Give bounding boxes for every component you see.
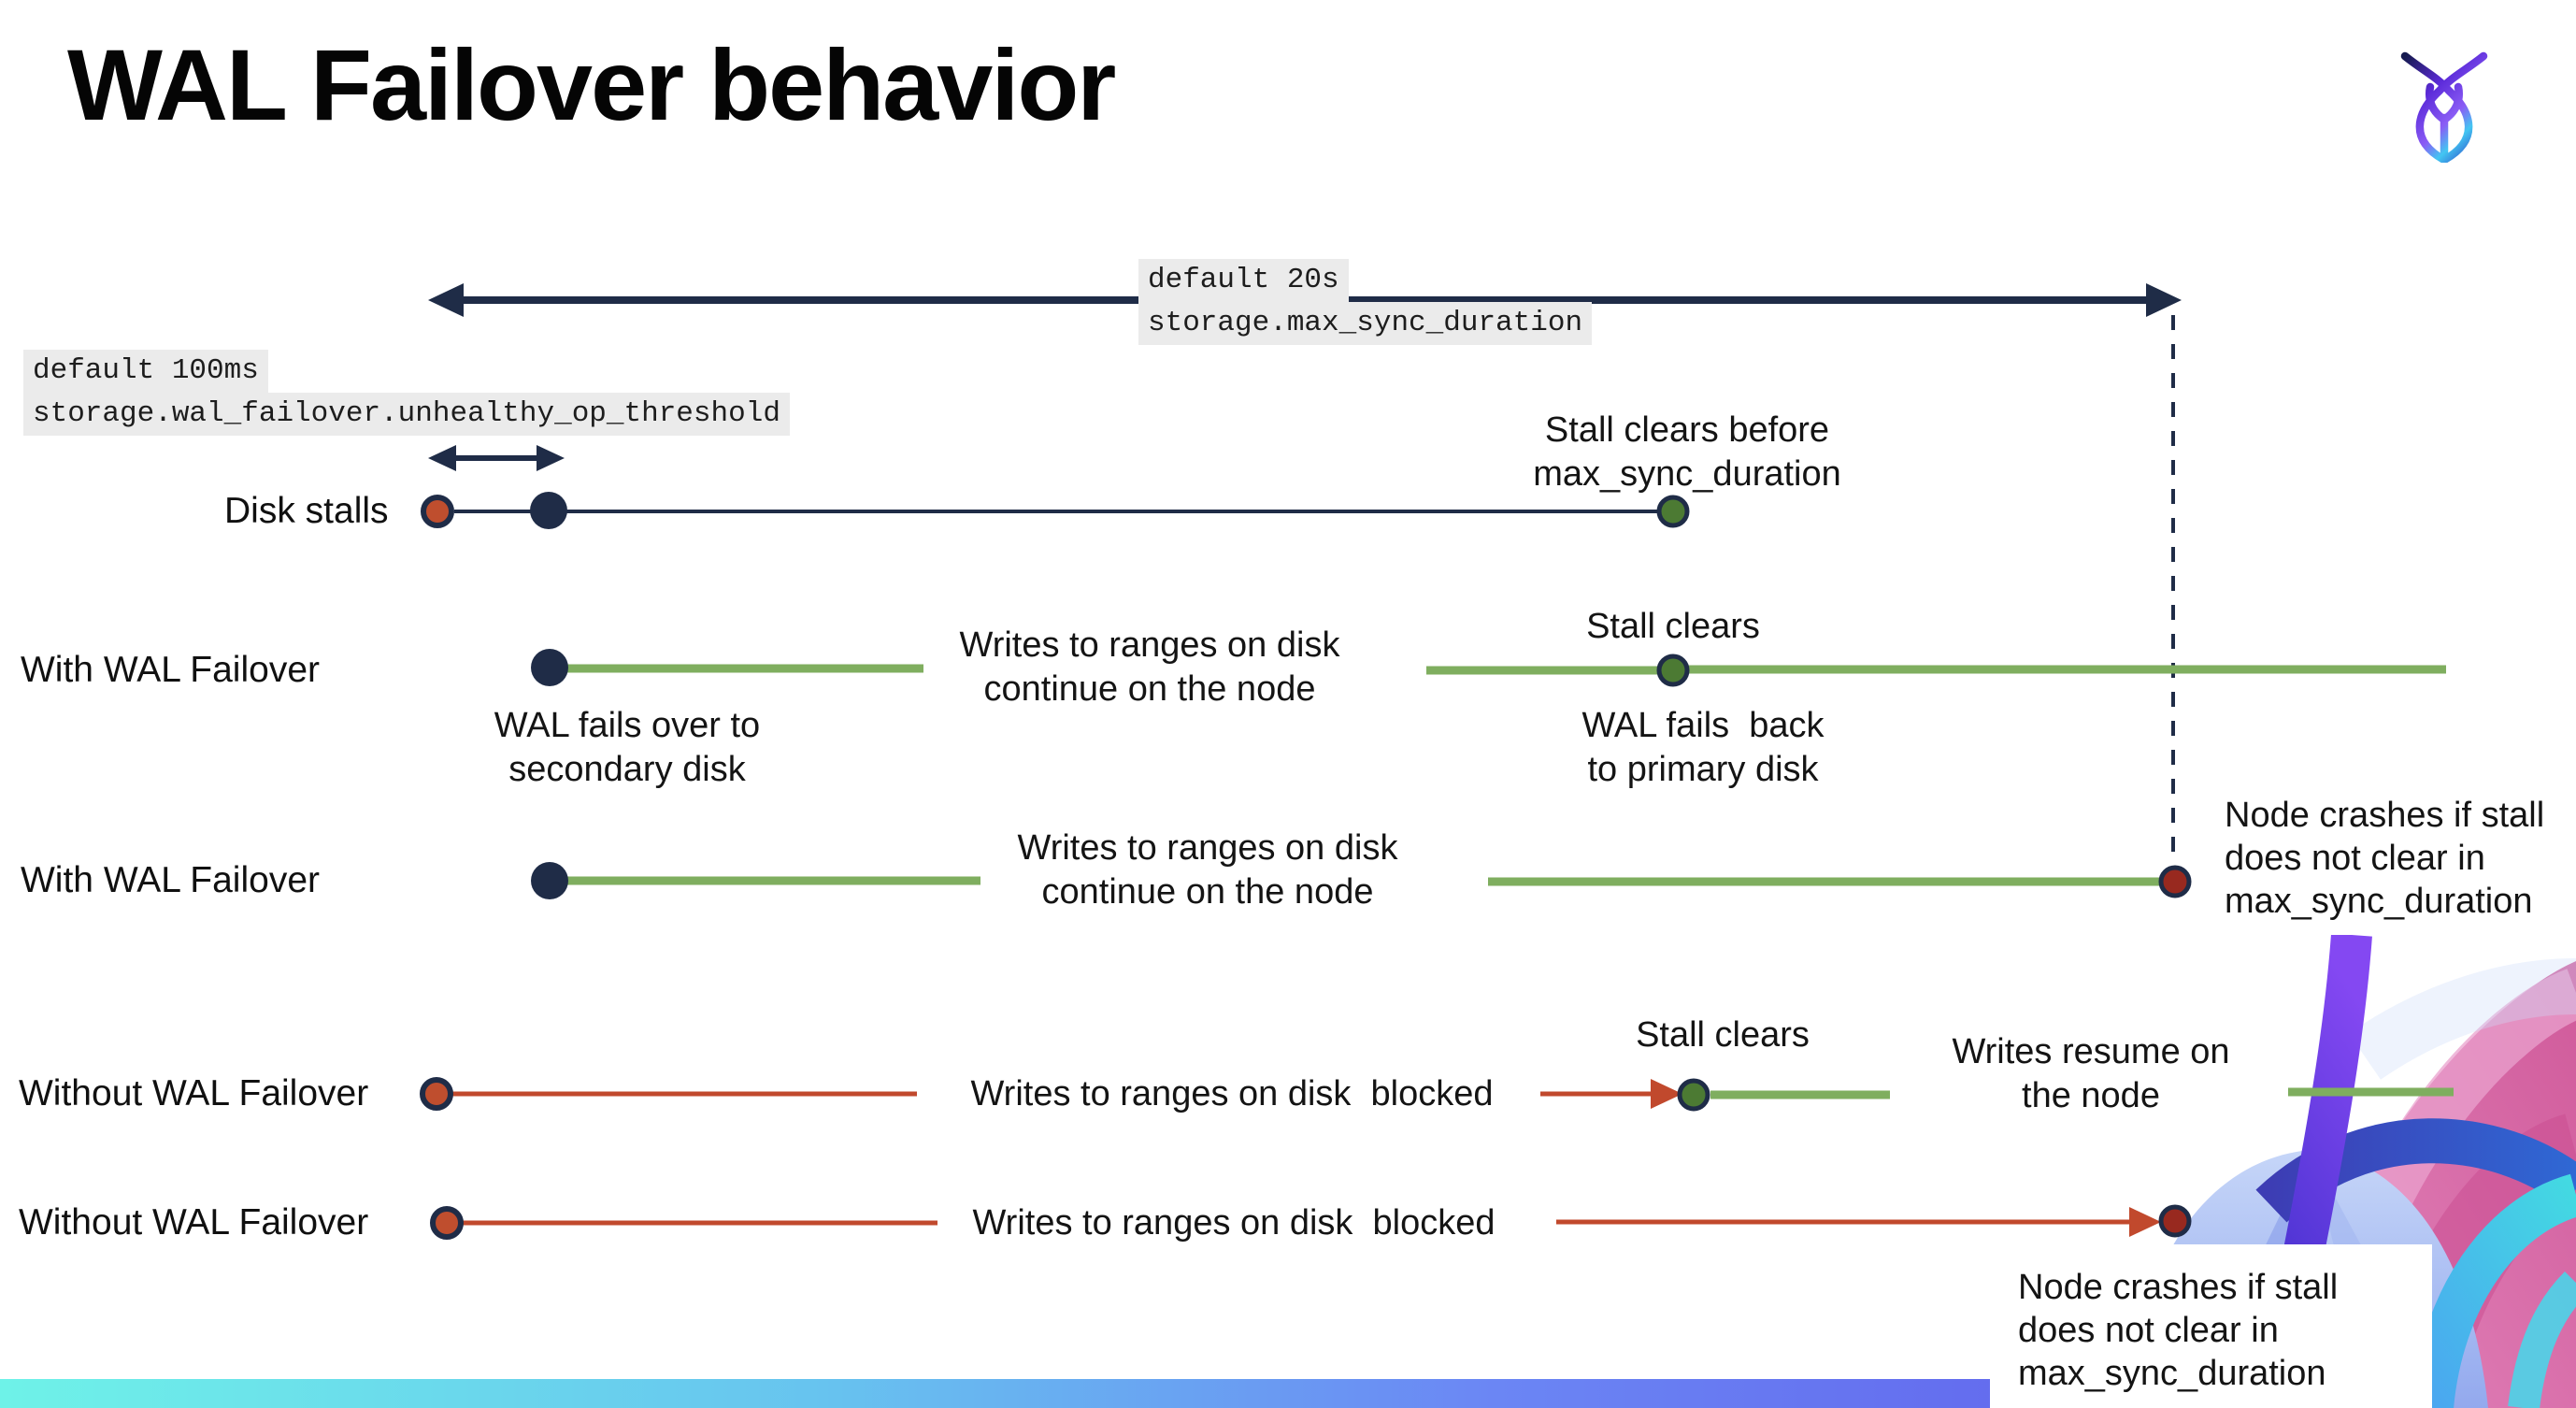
stall-start-dot	[430, 1206, 464, 1240]
max-sync-setting-label: storage.max_sync_duration	[1138, 302, 1593, 345]
node-crash-dot	[2158, 865, 2192, 898]
unhealthy-op-threshold-arrow	[428, 445, 565, 471]
annotation-wal-fails-back: WAL fails back to primary disk	[1581, 706, 1825, 789]
threshold-reached-dot	[530, 492, 567, 529]
max-sync-default-label: default 20s	[1138, 259, 1349, 302]
arrow-head-left-icon	[428, 283, 464, 317]
arrow-head-left-icon	[428, 445, 456, 471]
stall-clears-dot	[1656, 495, 1690, 528]
art-light-arc	[2349, 958, 2576, 1080]
logo-branch-right	[2440, 82, 2463, 124]
row-label-with-wal-failover-2: With WAL Failover	[21, 860, 320, 900]
annotation-writes-resume: Writes resume on the node	[1952, 1032, 2230, 1115]
annotation-stall-clears-1: Stall clears	[1586, 607, 1760, 646]
annotation-writes-blocked-2: Writes to ranges on disk blocked	[972, 1203, 1496, 1243]
page-title: WAL Failover behavior	[67, 28, 1116, 141]
row-label-with-wal-failover-1: With WAL Failover	[21, 650, 320, 690]
annotation-stall-clears-2: Stall clears	[1636, 1015, 1810, 1055]
logo-right-antenna	[2415, 51, 2488, 163]
timeline-row-with-failover-crash	[531, 862, 2192, 899]
stall-start-dot	[421, 495, 454, 528]
stall-clears-dot	[1656, 654, 1690, 687]
row-label-disk-stalls: Disk stalls	[224, 491, 389, 531]
annotation-wal-fails-over: WAL fails over to secondary disk	[494, 706, 761, 789]
threshold-setting-label: storage.wal_failover.unhealthy_op_thresh…	[23, 393, 790, 436]
arrow-head-right-icon	[2129, 1207, 2161, 1237]
stall-start-dot	[420, 1077, 453, 1111]
annotation-stall-clears-before: Stall clears before max_sync_duration	[1533, 410, 1841, 494]
arrow-head-right-icon	[2146, 283, 2182, 317]
annotation-writes-continue-2: Writes to ranges on disk continue on the…	[1017, 828, 1398, 912]
arrow-head-right-icon	[537, 445, 565, 471]
threshold-default-label: default 100ms	[23, 350, 268, 393]
row-label-without-wal-failover-1: Without WAL Failover	[19, 1073, 369, 1113]
failover-dot	[531, 649, 568, 686]
annotation-writes-blocked-1: Writes to ranges on disk blocked	[970, 1074, 1494, 1113]
crash-callout-box	[1990, 1244, 2432, 1408]
arrow-head-right-icon	[1651, 1079, 1682, 1109]
logo-left-antenna	[2400, 51, 2473, 163]
art-cyan-band	[2411, 1173, 2576, 1408]
cockroachdb-logo-icon	[2400, 51, 2488, 163]
timeline-row-without-failover-clears	[420, 1077, 2454, 1112]
annotation-writes-continue-1: Writes to ranges on disk continue on the…	[959, 625, 1340, 709]
art-cyan-band	[2508, 1271, 2576, 1408]
annotation-node-crashes-1: Node crashes if stall does not clear in …	[2225, 796, 2545, 921]
stall-clears-dot	[1677, 1078, 1710, 1112]
failover-dot	[531, 862, 568, 899]
annotation-node-crashes-2: Node crashes if stall does not clear in …	[2018, 1268, 2339, 1393]
timeline-row-disk-stalls	[421, 492, 1690, 529]
timeline-row-without-failover-crash	[430, 1204, 2192, 1240]
timeline-row-with-failover-clears	[531, 649, 2446, 687]
row-label-without-wal-failover-2: Without WAL Failover	[19, 1202, 369, 1243]
node-crash-dot	[2158, 1204, 2192, 1238]
